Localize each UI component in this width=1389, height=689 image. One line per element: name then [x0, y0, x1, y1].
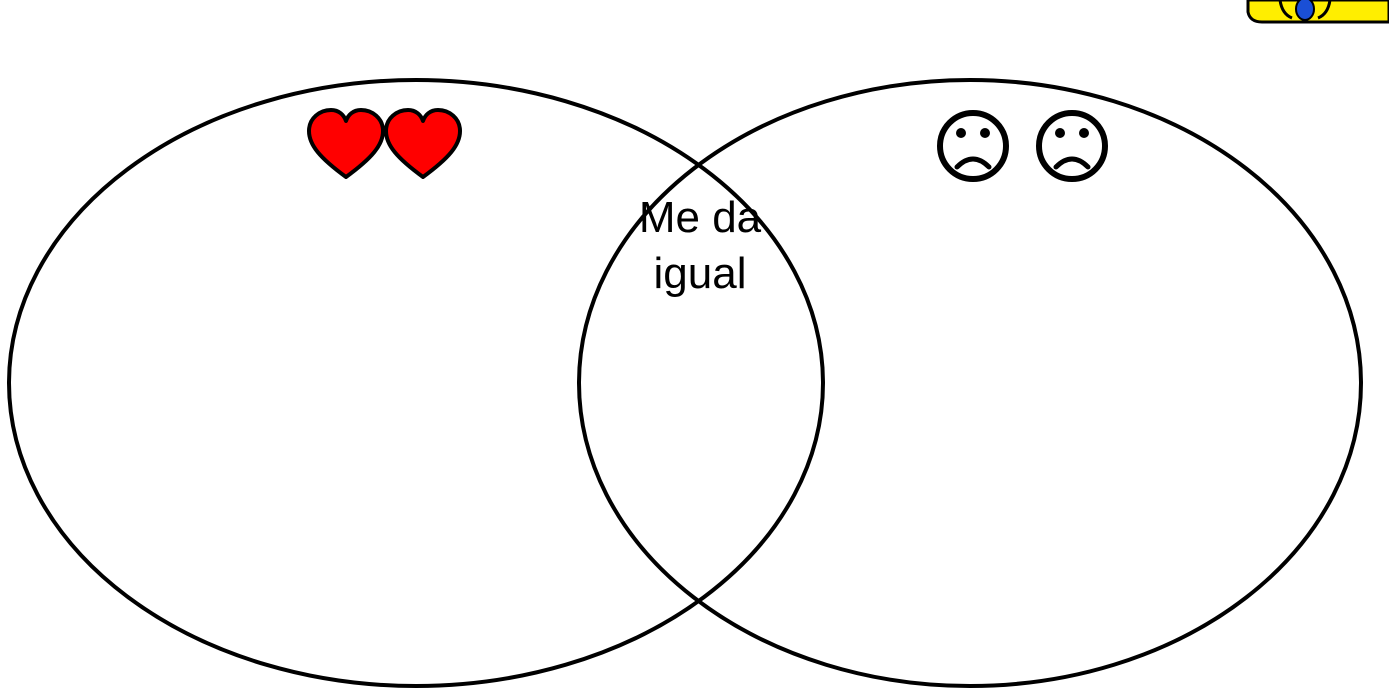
sad-face-icon [1036, 110, 1108, 182]
intersection-label-line-2: igual [654, 249, 747, 298]
sticker-icon [1246, 0, 1389, 24]
venn-set-left [7, 78, 825, 688]
sad-face-group [937, 110, 1108, 182]
heart-icon [307, 108, 385, 179]
heart-group [307, 108, 462, 179]
heart-icon [384, 108, 462, 179]
sad-face-icon [937, 110, 1009, 182]
venn-set-right [577, 78, 1363, 688]
intersection-label-line-1: Me da [639, 193, 762, 242]
